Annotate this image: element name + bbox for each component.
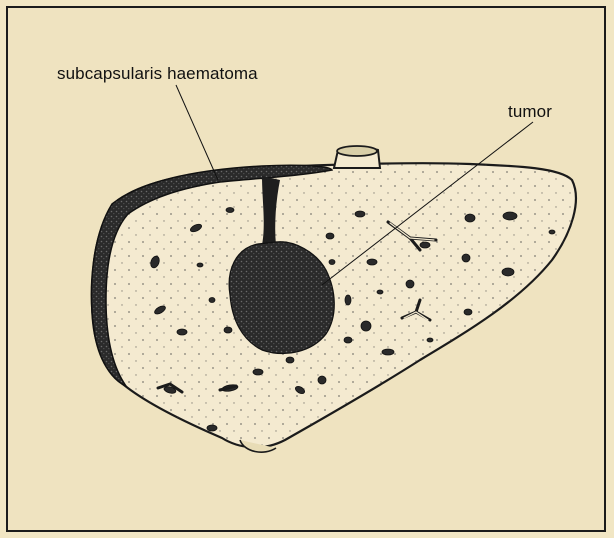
haematoma-leader-line: [176, 85, 218, 180]
vessel-stub: [334, 146, 380, 168]
haematoma-label: subcapsularis haematoma: [57, 64, 258, 84]
tumor-label: tumor: [508, 102, 552, 122]
